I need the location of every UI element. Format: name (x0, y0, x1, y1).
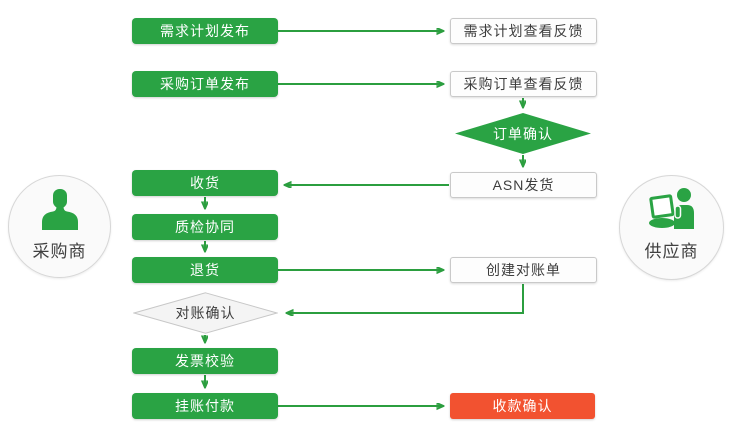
supplier-person-laptop-icon (648, 188, 694, 229)
step-receive-goods: 收货 (132, 170, 278, 196)
decision-label: 订单确认 (493, 125, 553, 142)
step-po-feedback: 采购订单查看反馈 (450, 71, 597, 97)
arrow-statement-to-confirm (288, 284, 524, 313)
actor-supplier: 供应商 (619, 175, 724, 280)
step-receipt-confirm: 收款确认 (450, 393, 595, 419)
step-asn-ship: ASN发货 (450, 172, 597, 198)
buyer-label: 采购商 (32, 242, 87, 261)
decision-label: 对账确认 (175, 305, 236, 321)
actor-buyer: 采购商 (8, 175, 111, 278)
diamond-shape (133, 292, 278, 334)
step-return-goods: 退货 (132, 257, 278, 283)
supplier-label: 供应商 (644, 242, 699, 261)
step-quality-check: 质检协同 (132, 214, 278, 240)
step-create-statement: 创建对账单 (450, 257, 597, 283)
step-demand-plan-feedback: 需求计划查看反馈 (450, 18, 597, 44)
step-demand-plan-publish: 需求计划发布 (132, 18, 278, 44)
step-invoice-verify: 发票校验 (132, 348, 278, 374)
step-po-publish: 采购订单发布 (132, 71, 278, 97)
decision-order-confirm: 订单确认 (455, 113, 591, 154)
step-payment: 挂账付款 (132, 393, 278, 419)
diamond-shape (455, 113, 591, 154)
buyer-person-icon (41, 189, 78, 230)
decision-statement-confirm: 对账确认 (133, 292, 278, 334)
